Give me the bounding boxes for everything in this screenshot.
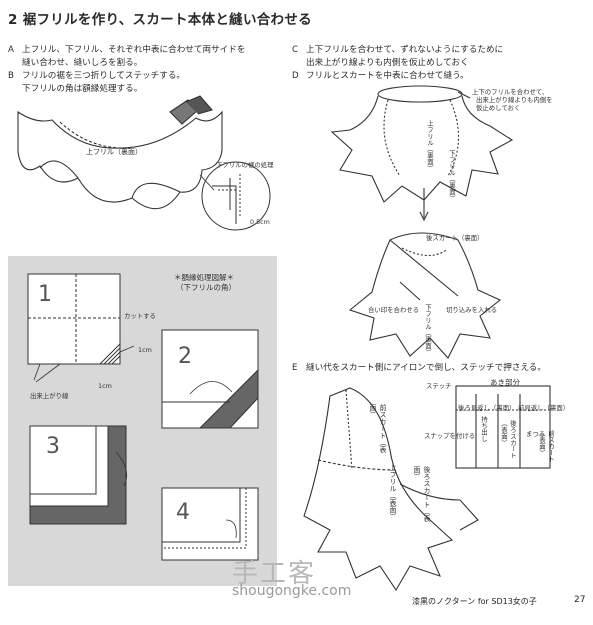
front-facing-label: 前見返し（裏面）: [518, 404, 570, 412]
snap-label: スナップを付ける: [424, 432, 476, 440]
tack-note-3: 仮止めしておく: [476, 104, 521, 112]
back-skirt-small-label: 後ろスカート（表面）: [500, 420, 517, 459]
page-title: 2 裾フリルを作り、スカート本体と縫い合わせる: [8, 12, 312, 28]
mitre-title-2: （下フリルの角）: [176, 283, 236, 292]
lower-frill-corner-label: 下フリルの裾の処理: [216, 161, 274, 169]
step-number-3: 3: [46, 434, 60, 459]
cm-1a: 1cm: [138, 346, 152, 354]
step-number-2: 2: [178, 344, 192, 369]
footer-title: 漆黒のノクターン for SD13女の子: [412, 597, 537, 606]
tack-note-2: 出来上がり線よりも内側を: [476, 96, 553, 104]
cm-1b: 1cm: [98, 382, 112, 390]
watermark-logo: 手工客: [232, 559, 317, 589]
step-number-4: 4: [176, 500, 190, 525]
back-skirt-d-label: 後スカート（裏面）: [426, 234, 484, 242]
matsuri-label: まつる: [526, 430, 546, 438]
upper-frill-e-label: 上フリル（表面）: [389, 464, 397, 520]
front-skirt-e-label: 前スカート（表面）: [369, 404, 387, 453]
clip-in-label: 切り込みを入れる: [446, 306, 498, 314]
back-skirt-e-label: 後ろスカート（表面）: [413, 466, 431, 522]
step-number-1: 1: [38, 282, 52, 307]
opening-label: あき部分: [490, 378, 520, 387]
lower-frill-c-label: 下フリル（裏面）: [448, 150, 456, 202]
page-number: 27: [574, 595, 586, 605]
stitch-label: ステッチ: [426, 382, 452, 390]
watermark-url: shougongke.com: [232, 583, 352, 599]
finish-line-label: 出来上がり線: [30, 392, 69, 400]
mark-line-label: 持ち出し: [480, 416, 488, 442]
upper-frill-c-label: 上フリル（裏面）: [426, 120, 434, 172]
match-marks-label: 合い印を合わせる: [368, 306, 420, 314]
measure-05cm: 0.5cm: [250, 218, 270, 226]
upper-frill-label: 上フリル（裏面）: [86, 148, 142, 156]
front-skirt-small-label: 前スカート（表面）: [538, 430, 555, 462]
lower-frill-d-label: 下フリル（裏面）: [424, 304, 432, 356]
cut-label: カットする: [124, 312, 156, 320]
tack-note-1: 上下のフリルを合わせて、: [472, 88, 549, 96]
back-facing-label: 後ろ見返し（裏面）: [458, 404, 516, 412]
mitre-title-1: ＊額縁処理図解＊: [174, 273, 234, 282]
